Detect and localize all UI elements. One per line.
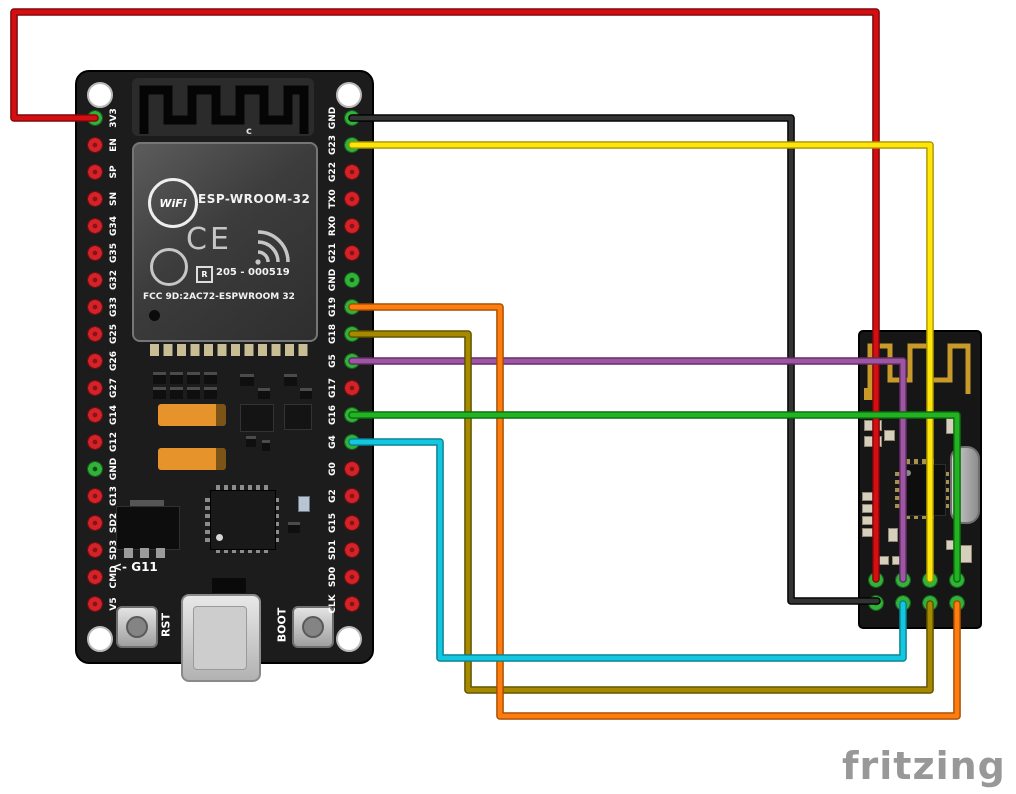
mounting-hole [336,626,362,652]
small-ic [240,404,274,432]
esp32-left-pin-g32[interactable] [87,272,103,288]
mounting-hole [336,82,362,108]
smd-component [258,388,270,399]
smd-component [240,374,254,386]
module-model-text: ESP-WROOM-32 [198,192,311,206]
esp32-left-pin-cmd[interactable] [87,569,103,585]
castellation-pads [150,344,312,356]
eac-mark [150,248,188,286]
capacitor [158,404,226,426]
ic-pins [216,485,268,490]
regulator-leg [140,548,149,558]
ic-pins [944,470,949,508]
wifi-antenna-trace-icon [139,85,309,134]
wire-red[interactable] [10,8,880,583]
esp32-right-pin-sd1[interactable] [344,542,360,558]
fcc-id-text: FCC 9D:2AC72-ESPWROOM 32 [143,292,295,302]
micro-usb-inner [193,606,247,670]
mounting-hole [87,626,113,652]
esp32-right-pin-g17[interactable] [344,380,360,396]
wire-cyan[interactable] [348,438,907,662]
registration-mark: R [196,266,213,283]
wire-dark-yellow[interactable] [348,330,934,694]
esp32-left-pin-g26[interactable] [87,353,103,369]
small-ic [284,404,312,430]
esp32-right-pin-g2[interactable] [344,488,360,504]
esp32-left-pin-g35[interactable] [87,245,103,261]
wire-purple[interactable] [348,357,907,583]
smd-component [284,374,297,386]
regulator-leg [124,548,133,558]
smd-component [170,372,183,384]
esp32-left-pin-g33[interactable] [87,299,103,315]
esp32-right-pin-g15[interactable] [344,515,360,531]
smd-component [204,372,217,384]
voltage-regulator-tab [130,500,164,508]
wifi-logo: WiFi [148,178,198,228]
ic-pins [216,548,268,553]
smd-component [884,430,895,441]
esp32-left-pin-g14[interactable] [87,407,103,423]
esp32-left-pin-g25[interactable] [87,326,103,342]
esp32-left-pin-sd3[interactable] [87,542,103,558]
ic-pin1-dot [905,470,911,476]
led [298,496,310,512]
antenna-mark: c [246,126,252,137]
ic-pins [895,470,900,508]
smd-component [204,387,217,399]
smd-component [153,372,166,384]
smd-component [153,387,166,399]
ic-pins [906,459,938,464]
smd-component [888,528,898,542]
capacitor [158,448,226,470]
esp32-right-pin-sd0[interactable] [344,569,360,585]
fritzing-watermark: fritzing [842,744,1006,788]
smd-component [288,522,300,533]
wire-green[interactable] [348,411,961,583]
esp32-right-pin-tx0[interactable] [344,191,360,207]
silkscreen-g11: <- G11 [112,560,158,574]
smd-component [170,387,183,399]
esp32-left-pin-sd2[interactable] [87,515,103,531]
wire-orange[interactable] [348,303,961,720]
ic-pins [205,496,210,542]
regulator-leg [156,548,165,558]
ic-pin1-dot [216,534,223,541]
rf-shield: WiFi ESP-WROOM-32 CE R 205 - 000519 FCC … [132,142,318,342]
esp32-left-pin-v5[interactable] [87,596,103,612]
esp32-left-pin-g13[interactable] [87,488,103,504]
esp32-left-pin-g12[interactable] [87,434,103,450]
esp32-left-pin-g27[interactable] [87,380,103,396]
esp32-left-pin-gnd[interactable] [87,461,103,477]
wire-yellow[interactable] [348,141,934,583]
mounting-hole [87,82,113,108]
smd-component [262,440,270,451]
esp32-left-pin-sn[interactable] [87,191,103,207]
serial-number: 205 - 000519 [216,267,290,278]
smd-component [187,372,200,384]
shield-dot [149,310,160,321]
smd-component [246,436,256,447]
smd-component [187,387,200,399]
esp32-right-pin-g22[interactable] [344,164,360,180]
esp32-left-pin-en[interactable] [87,137,103,153]
smd-component-large [212,578,246,593]
esp32-left-pin-g34[interactable] [87,218,103,234]
ic-pins [274,496,279,542]
voltage-regulator [116,506,180,550]
esp32-right-pin-gnd[interactable] [344,272,360,288]
boot-button[interactable] [292,606,334,648]
smd-component [300,388,312,399]
esp32-right-pin-g21[interactable] [344,245,360,261]
esp32-left-pin-sp[interactable] [87,164,103,180]
ic-pins [906,514,938,519]
esp32-right-pin-g0[interactable] [344,461,360,477]
ce-mark: CE [186,222,232,257]
esp32-right-pin-clk[interactable] [344,596,360,612]
esp32-right-pin-rx0[interactable] [344,218,360,234]
wifi-signal-icon [255,230,290,265]
rst-button[interactable] [116,606,158,648]
